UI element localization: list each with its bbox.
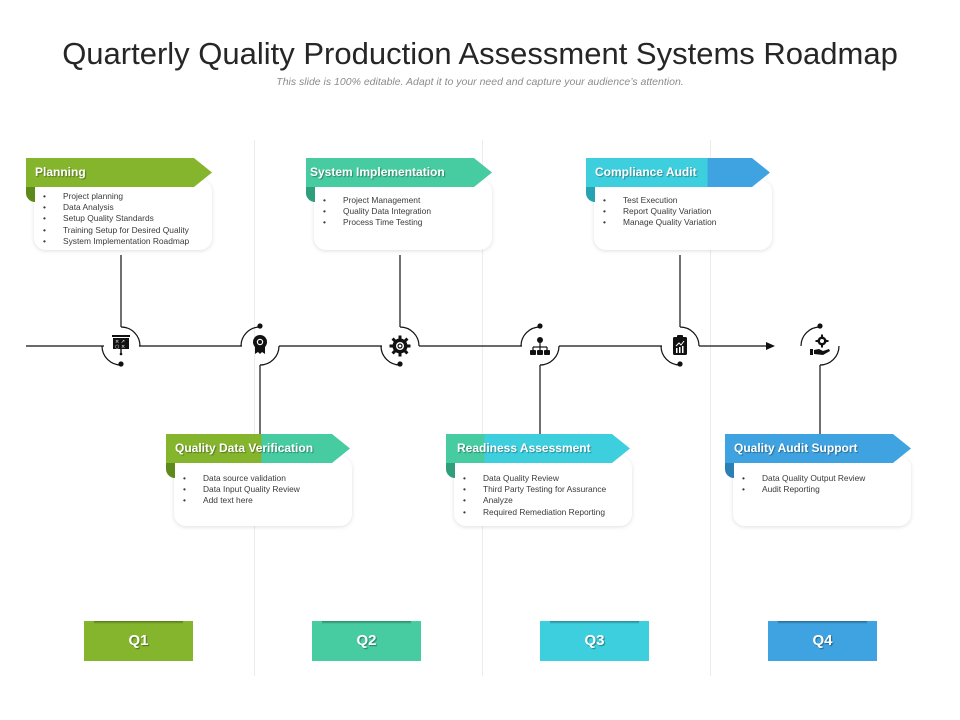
milestone-items: •Test Execution •Report Quality Variatio… <box>603 195 716 229</box>
svg-text:○ ×: ○ × <box>115 344 125 350</box>
milestone-item: •Project planning <box>43 191 124 201</box>
milestone-item: •Data Quality Output Review <box>742 473 866 483</box>
banner-fold <box>586 186 595 202</box>
milestone-title: Planning <box>35 165 86 179</box>
milestone-banner-label-wrap: Quality Data Verification <box>166 434 346 463</box>
milestone-item: •Audit Reporting <box>742 484 820 495</box>
milestone-item: •Manage Quality Variation <box>603 217 717 228</box>
hand-gear-icon <box>810 334 830 355</box>
award-badge-icon <box>253 335 267 354</box>
banner-fold <box>446 462 455 478</box>
milestone-item: •Data Quality Review <box>463 473 559 483</box>
milestone-items: •Project planning •Data Analysis •Setup … <box>43 191 189 247</box>
milestone-title: Compliance Audit <box>595 165 697 179</box>
presentation-board-icon: × ↗ ○ × <box>112 335 130 356</box>
node-dot <box>257 323 263 329</box>
milestone-title: Quality Audit Support <box>734 441 858 455</box>
node-dot <box>817 323 823 329</box>
banner-fold <box>725 462 734 478</box>
milestone-banner <box>586 158 770 187</box>
quarter-label-q3: Q3 <box>540 621 649 661</box>
banner-fold <box>26 186 35 202</box>
quarter-label-q4: Q4 <box>768 621 877 661</box>
milestone-item: •Analyze <box>463 495 513 506</box>
milestone-item: •Add text here <box>183 495 253 506</box>
milestone-item: •Report Quality Variation <box>603 206 712 217</box>
quarter-divider <box>710 140 711 676</box>
milestone-details-box: •Project Management •Quality Data Integr… <box>314 180 492 250</box>
milestone-item: •Training Setup for Desired Quality <box>43 224 189 235</box>
milestone-banner <box>306 158 492 187</box>
quarter-divider <box>254 140 255 676</box>
milestone-title: Readiness Assessment <box>457 441 591 455</box>
timeline-arrowhead <box>766 342 775 350</box>
gear-icon <box>389 335 411 357</box>
svg-text:× ↗: × ↗ <box>115 339 125 345</box>
milestone-items: •Data Quality Review •Third Party Testin… <box>463 473 606 518</box>
banner-fold <box>166 462 175 478</box>
milestone-title: System Implementation <box>310 165 445 179</box>
milestone-banner-label-wrap: System Implementation <box>301 158 481 187</box>
milestone-banner-label-wrap: Readiness Assessment <box>448 434 628 463</box>
milestone-items: •Data Quality Output Review •Audit Repor… <box>742 473 865 495</box>
milestone-item: •Data Analysis <box>43 202 114 213</box>
node-dot <box>537 323 543 329</box>
milestone-banner <box>446 434 630 463</box>
milestone-item: •System Implementation Roadmap <box>43 235 190 246</box>
milestone-item: •Project Management <box>323 195 421 205</box>
quarter-divider <box>482 140 483 676</box>
milestone-banner-label-wrap: Planning <box>26 158 206 187</box>
page-subtitle: This slide is 100% editable. Adapt it to… <box>276 76 684 88</box>
milestone-banner <box>26 158 212 187</box>
milestone-items: •Data source validation •Data Input Qual… <box>183 473 300 507</box>
node-dot <box>118 361 124 367</box>
milestone-item: •Test Execution <box>603 195 678 205</box>
milestone-details-box: •Project planning •Data Analysis •Setup … <box>34 180 212 250</box>
quarter-label-q2: Q2 <box>312 621 421 661</box>
milestone-details-box: •Data Quality Review •Third Party Testin… <box>454 456 632 526</box>
milestone-items: •Project Management •Quality Data Integr… <box>323 195 431 229</box>
milestone-details-box: •Data Quality Output Review •Audit Repor… <box>733 456 911 526</box>
milestone-banner-label-wrap: Quality Audit Support <box>725 434 905 463</box>
clipboard-chart-icon <box>673 335 687 355</box>
banner-fold <box>306 186 315 202</box>
milestone-banner <box>725 434 911 463</box>
hierarchy-icon <box>530 337 550 355</box>
milestone-title: Quality Data Verification <box>175 441 314 455</box>
milestone-banner-label-wrap: Compliance Audit <box>586 158 766 187</box>
node-dot <box>677 361 683 367</box>
quarter-label-q1: Q1 <box>84 621 193 661</box>
milestone-item: •Data Input Quality Review <box>183 484 300 495</box>
milestone-item: •Data source validation <box>183 473 286 483</box>
milestone-item: •Process Time Testing <box>323 217 423 228</box>
milestone-details-box: •Test Execution •Report Quality Variatio… <box>594 180 772 250</box>
milestone-details-box: •Data source validation •Data Input Qual… <box>174 456 352 526</box>
node-dot <box>397 361 403 367</box>
milestone-item: •Setup Quality Standards <box>43 213 154 224</box>
page-title: Quarterly Quality Production Assessment … <box>62 36 898 71</box>
milestone-item: •Quality Data Integration <box>323 206 431 217</box>
milestone-banner <box>166 434 350 463</box>
milestone-item: •Third Party Testing for Assurance <box>463 484 607 495</box>
milestone-item: •Required Remediation Reporting <box>463 506 605 517</box>
